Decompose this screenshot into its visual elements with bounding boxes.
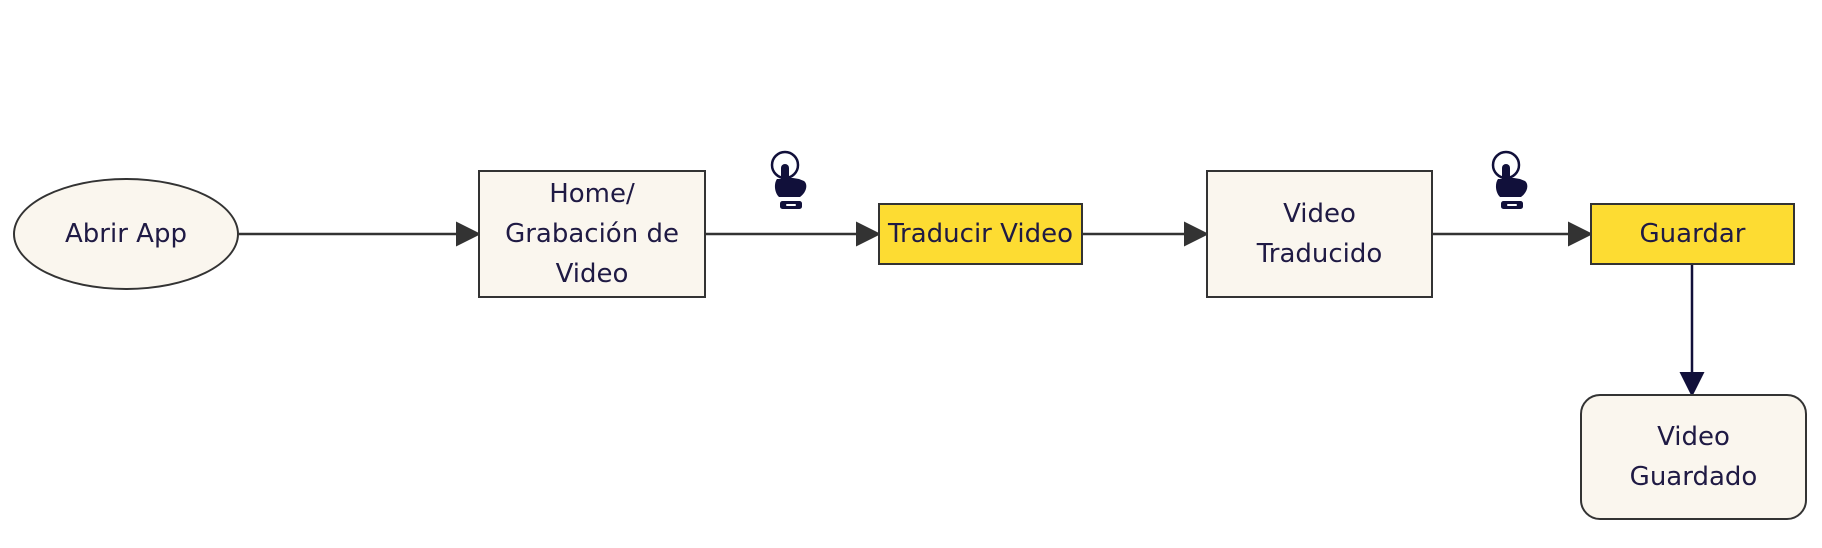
- node-guardar-label: Guardar: [1639, 219, 1746, 249]
- node-abrir-app-label: Abrir App: [65, 219, 187, 249]
- node-video-guardado-label: Video Guardado: [1629, 422, 1758, 492]
- node-video-traducido-label: Video Traducido: [1256, 199, 1383, 269]
- node-video-guardado: Video Guardado: [1580, 394, 1807, 520]
- node-home-label: Home/ Grabación de Video: [505, 179, 679, 289]
- node-video-traducido: Video Traducido: [1206, 170, 1433, 298]
- tap-hand-icon: [1491, 150, 1528, 209]
- node-home-grabacion-video: Home/ Grabación de Video: [478, 170, 706, 298]
- node-traducir-video: Traducir Video: [878, 203, 1083, 265]
- node-traducir-label: Traducir Video: [888, 219, 1073, 249]
- node-abrir-app: Abrir App: [13, 178, 239, 290]
- node-guardar: Guardar: [1590, 203, 1795, 265]
- tap-hand-icon: [770, 150, 807, 209]
